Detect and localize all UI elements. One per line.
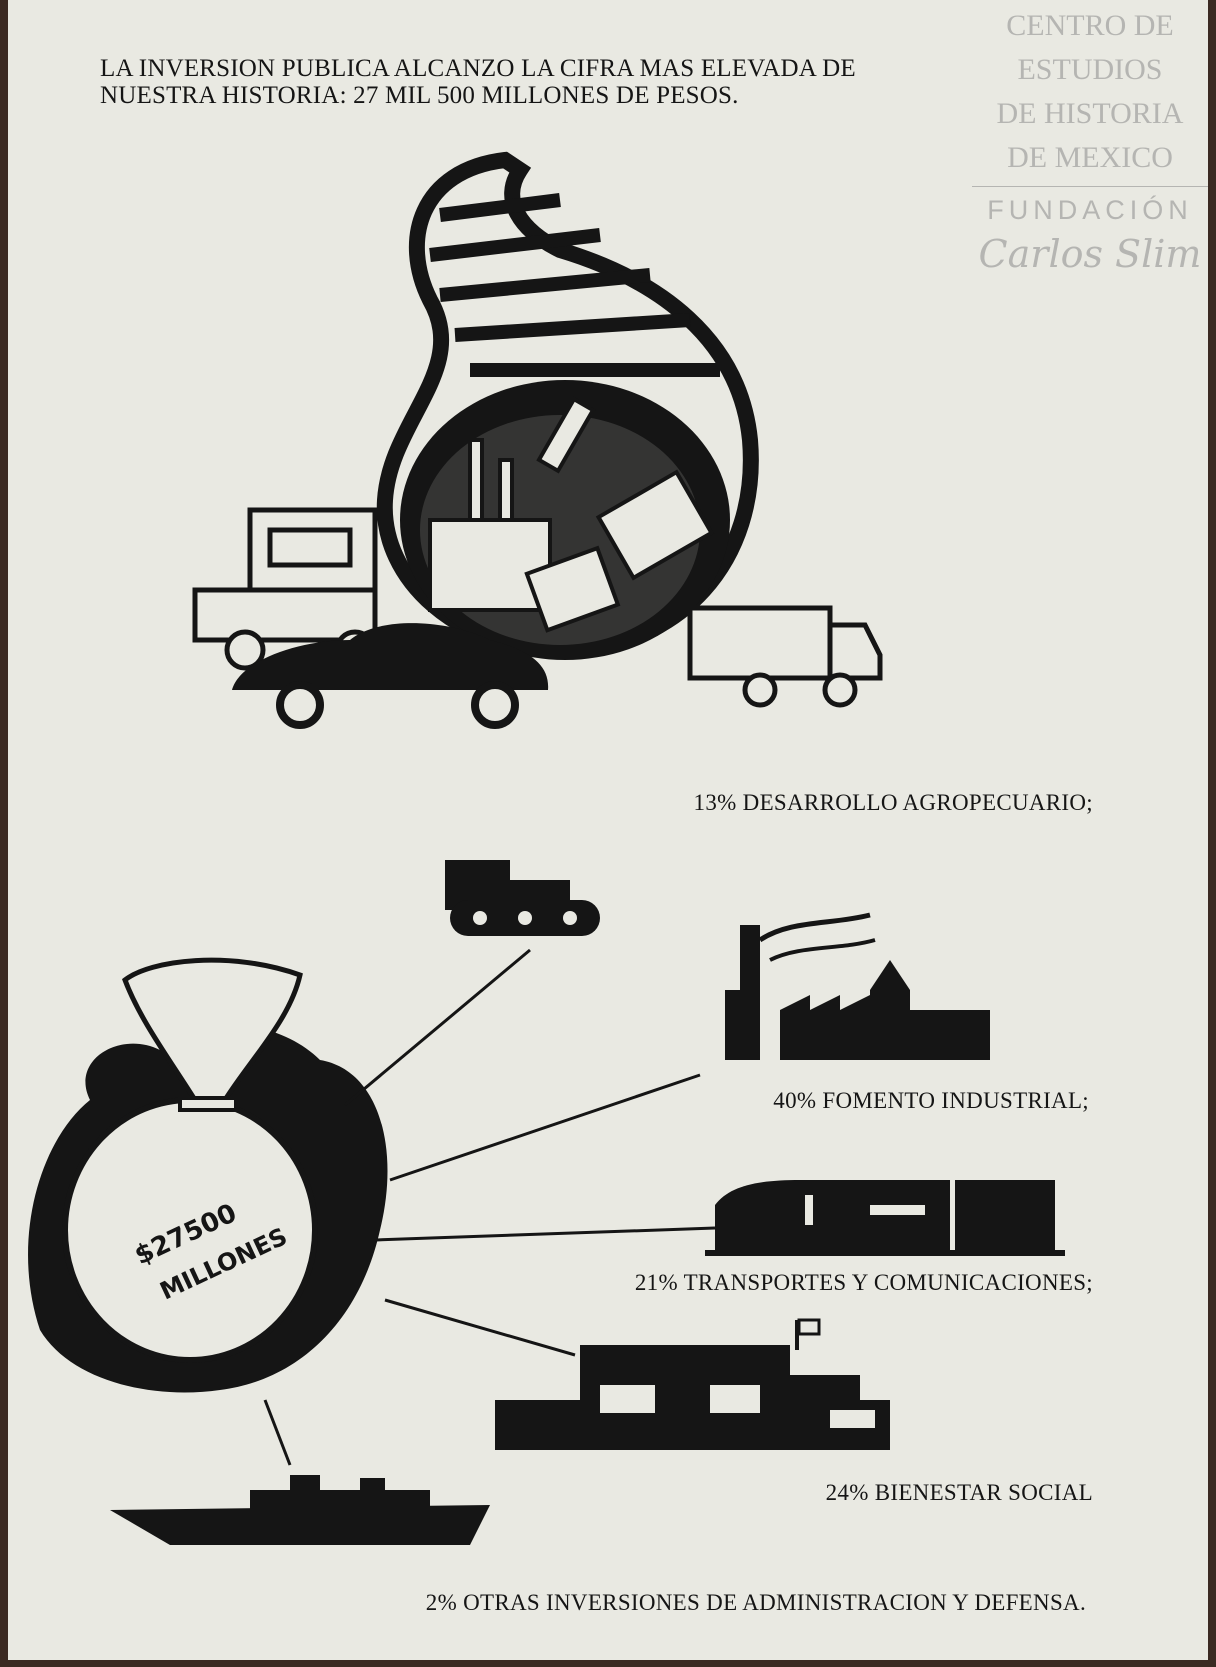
- money-bag-illustration: $27500 MILLONES: [28, 957, 388, 1393]
- tractor-icon: [445, 860, 600, 936]
- watermark-signature: Carlos Slim: [978, 232, 1202, 276]
- watermark-divider: [972, 186, 1208, 187]
- headline: LA INVERSION PUBLICA ALCANZO LA CIFRA MA…: [100, 55, 856, 109]
- watermark: CENTRO DE ESTUDIOS DE HISTORIA DE MEXICO…: [972, 4, 1208, 276]
- headline-line-2: NUESTRA HISTORIA: 27 MIL 500 MILLONES DE…: [100, 82, 739, 109]
- breakdown-item-agropecuario: 13% DESARROLLO AGROPECUARIO;: [694, 790, 1093, 816]
- breakdown-label: DESARROLLO AGROPECUARIO;: [742, 790, 1093, 815]
- train-icon: [705, 1180, 1065, 1256]
- breakdown-item-bienestar: 24% BIENESTAR SOCIAL: [826, 1480, 1093, 1506]
- watermark-line: ESTUDIOS: [1017, 53, 1163, 86]
- watermark-line: DE HISTORIA: [996, 97, 1184, 130]
- watermark-line: CENTRO DE: [1006, 9, 1174, 42]
- car-icon: [232, 623, 549, 729]
- breakdown-label: OTRAS INVERSIONES DE ADMINISTRACION Y DE…: [463, 1590, 1086, 1615]
- breakdown-item-transportes: 21% TRANSPORTES Y COMUNICACIONES;: [635, 1270, 1093, 1296]
- breakdown-item-industrial: 40% FOMENTO INDUSTRIAL;: [773, 1088, 1089, 1114]
- watermark-foundation: FUNDACIÓN: [987, 195, 1193, 225]
- connector-lines: [263, 948, 716, 1466]
- breakdown-label: BIENESTAR SOCIAL: [874, 1480, 1093, 1505]
- breakdown-item-otras: 2% OTRAS INVERSIONES DE ADMINISTRACION Y…: [426, 1590, 1086, 1616]
- warship-icon: [110, 1475, 490, 1545]
- factory-icon: [725, 912, 990, 1060]
- truck-right-icon: [687, 605, 883, 708]
- breakdown-percent: 21%: [634, 1270, 678, 1295]
- breakdown-percent: 24%: [825, 1480, 869, 1505]
- school-building-icon: [495, 1318, 890, 1450]
- headline-line-1: LA INVERSION PUBLICA ALCANZO LA CIFRA MA…: [100, 55, 856, 82]
- breakdown-label: FOMENTO INDUSTRIAL;: [822, 1088, 1089, 1113]
- breakdown-percent: 13%: [693, 790, 737, 815]
- breakdown-percent: 40%: [773, 1088, 817, 1113]
- breakdown-percent: 2%: [425, 1590, 458, 1615]
- factory-in-horn-icon: [428, 396, 715, 633]
- breakdown-label: TRANSPORTES Y COMUNICACIONES;: [683, 1270, 1093, 1295]
- watermark-line: DE MEXICO: [1007, 141, 1173, 174]
